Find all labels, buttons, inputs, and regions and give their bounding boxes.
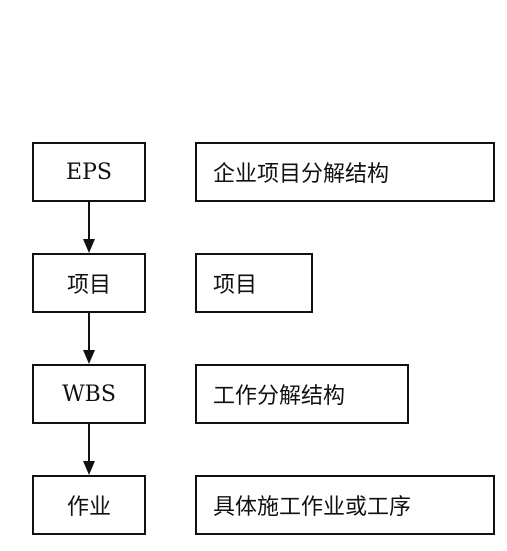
wbs-box: WBS (32, 364, 146, 424)
wbs-description-box: 工作分解结构 (195, 364, 409, 424)
eps-description: 企业项目分解结构 (213, 162, 390, 187)
activity-description-box: 具体施工作业或工序 (195, 475, 495, 535)
eps-label: EPS (66, 159, 112, 185)
arrowhead-2 (83, 350, 95, 364)
activity-description: 具体施工作业或工序 (213, 495, 412, 520)
project-box: 项目 (32, 253, 146, 313)
project-description: 项目 (213, 273, 258, 298)
wbs-label: WBS (62, 381, 116, 407)
arrowhead-3 (83, 461, 95, 475)
eps-description-box: 企业项目分解结构 (195, 142, 495, 202)
activity-box: 作业 (32, 475, 146, 535)
arrowhead-1 (83, 239, 95, 253)
wbs-description: 工作分解结构 (213, 384, 346, 409)
activity-label: 作业 (66, 495, 111, 520)
project-description-box: 项目 (195, 253, 313, 313)
eps-box: EPS (32, 142, 146, 202)
project-label: 项目 (66, 273, 111, 298)
